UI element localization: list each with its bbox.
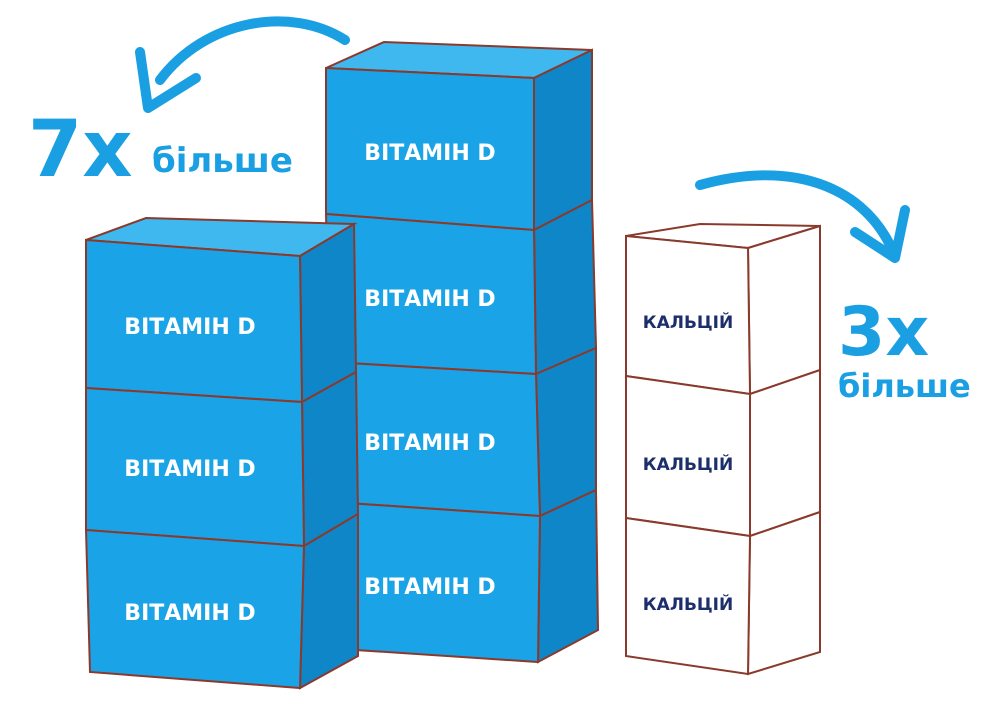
left-curved-arrow-icon [135, 16, 350, 113]
right-curved-arrow-icon [695, 170, 910, 263]
left-more-text: більше [152, 141, 293, 181]
vitamin-box-label: ВІТАМІН D [364, 141, 495, 166]
calcium-box-1: КАЛЬЦІЙ [625, 222, 821, 396]
right-multiplier-text: 3x [838, 293, 929, 372]
calcium-box-2: КАЛЬЦІЙ [625, 368, 821, 538]
calcium-box-label: КАЛЬЦІЙ [643, 593, 733, 615]
vitamin-box-middle-4: ВІТАМІН D [330, 488, 600, 664]
vitamin-box-label: ВІТАМІН D [124, 315, 255, 340]
vitamin-box-label: ВІТАМІН D [364, 575, 495, 600]
calcium-box-label: КАЛЬЦІЙ [643, 311, 733, 333]
calcium-box-label: КАЛЬЦІЙ [643, 453, 733, 475]
right-calcium-stack: КАЛЬЦІЙ КАЛЬЦІЙ КАЛЬЦІЙ [625, 222, 821, 676]
vitamin-box-left-2: ВІТАМІН D [85, 370, 360, 548]
vitamin-box-label: ВІТАМІН D [364, 431, 495, 456]
middle-vitamin-stack: ВІТАМІН D ВІТАМІН D ВІТАМІН D ВІТАМІН D [324, 40, 600, 664]
vitamin-box-left-1: ВІТАМІН D [85, 216, 358, 404]
calcium-box-3: КАЛЬЦІЙ [625, 510, 821, 676]
vitamin-box-left-3: ВІТАМІН D [84, 512, 359, 690]
right-more-text: більше [838, 367, 971, 405]
vitamin-box-middle-2: ВІТАМІН D [324, 198, 598, 376]
left-vitamin-stack: ВІТАМІН D ВІТАМІН D ВІТАМІН D [84, 216, 360, 690]
vitamin-box-middle-3: ВІТАМІН D [328, 346, 597, 518]
vitamin-box-middle-1: ВІТАМІН D [325, 40, 593, 232]
vitamin-box-label: ВІТАМІН D [124, 601, 255, 626]
left-multiplier-text: 7x [28, 105, 133, 195]
vitamin-box-label: ВІТАМІН D [364, 287, 495, 312]
vitamin-box-label: ВІТАМІН D [124, 457, 255, 482]
